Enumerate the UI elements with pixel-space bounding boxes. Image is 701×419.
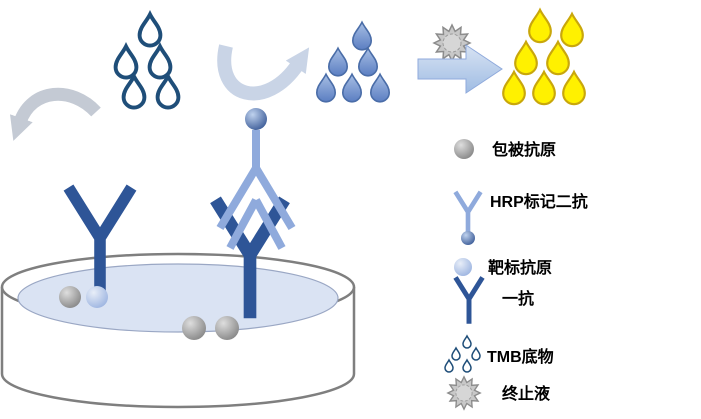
gray-sphere-icon [454,139,474,159]
droplet-icon [147,44,173,80]
secondary-antibody-arm [226,198,260,250]
droplet-icon [369,73,391,103]
secondary-antibody-arm [252,198,286,250]
droplet-icon [357,47,379,77]
droplet-icon [341,73,363,103]
legend-label: 靶标抗原 [488,258,552,277]
droplet-icon [315,73,337,103]
droplet-icon [502,70,526,106]
droplet-icon [451,347,461,361]
substrate-droplets-blue-cluster [315,21,391,103]
legend-label: HRP标记二抗 [490,192,588,211]
droplet-icon [462,335,472,349]
primary-antibody-icon [456,277,483,323]
legend-item-stop-solution: 终止液 [447,376,551,410]
hrp-enzyme-sphere [245,108,267,130]
droplet-icon [532,70,556,106]
droplet-icon [562,70,586,106]
droplet-icon [471,347,481,361]
legend-label: TMB底物 [487,347,554,366]
substrate-addition-curved-arrow [217,44,310,101]
droplet-icon [351,21,373,51]
hrp-secondary-antibody-icon [455,192,480,235]
legend-item-target-antigen: 靶标抗原 [454,258,552,277]
product-droplets-yellow-cluster [502,8,586,106]
microplate-well [0,252,356,409]
well-bottom-arc [0,373,356,409]
secondary-antibody-arm [252,165,296,231]
coating-antigen-sphere [182,316,206,340]
droplet-icon [528,8,552,44]
legend-item-tmb-substrate: TMB底物 [444,335,554,373]
stop-solution-starburst-icon [433,24,471,62]
secondary-antibody-arm [216,165,260,231]
light-blue-sphere-icon [454,258,472,276]
reaction-block-arrow [417,44,503,94]
wash-curved-arrow [10,87,101,141]
legend-label: 一抗 [502,289,534,308]
droplet-icon [444,359,454,373]
droplet-icon [560,12,584,48]
sandwich-complex-group [182,108,296,340]
tmb-droplets-dark-cluster [113,12,181,110]
droplet-icon [462,359,472,373]
droplet-icon [137,12,163,48]
legend-item-hrp-secondary: HRP标记二抗 [455,192,588,245]
coating-antigen-sphere [215,316,239,340]
droplet-icon [155,74,181,110]
droplet-icon [327,47,349,77]
droplet-icon [113,44,139,80]
primary-antibody-left-group [59,188,132,308]
hrp-sphere-icon [461,231,475,245]
legend-label: 终止液 [502,384,551,403]
legend-label: 包被抗原 [492,140,556,159]
starburst-icon [447,376,481,410]
droplet-icon [121,74,147,110]
droplet-icon [546,40,570,76]
coating-antigen-sphere [59,286,81,308]
target-antigen-sphere [86,286,108,308]
legend-item-coating-antigen: 包被抗原 [454,139,556,159]
droplet-icon [514,40,538,76]
legend-item-primary-antibody: 一抗 [456,277,534,323]
legend: 包被抗原 HRP标记二抗 靶标抗原 一抗 TMB底物 终止液 [444,139,588,410]
